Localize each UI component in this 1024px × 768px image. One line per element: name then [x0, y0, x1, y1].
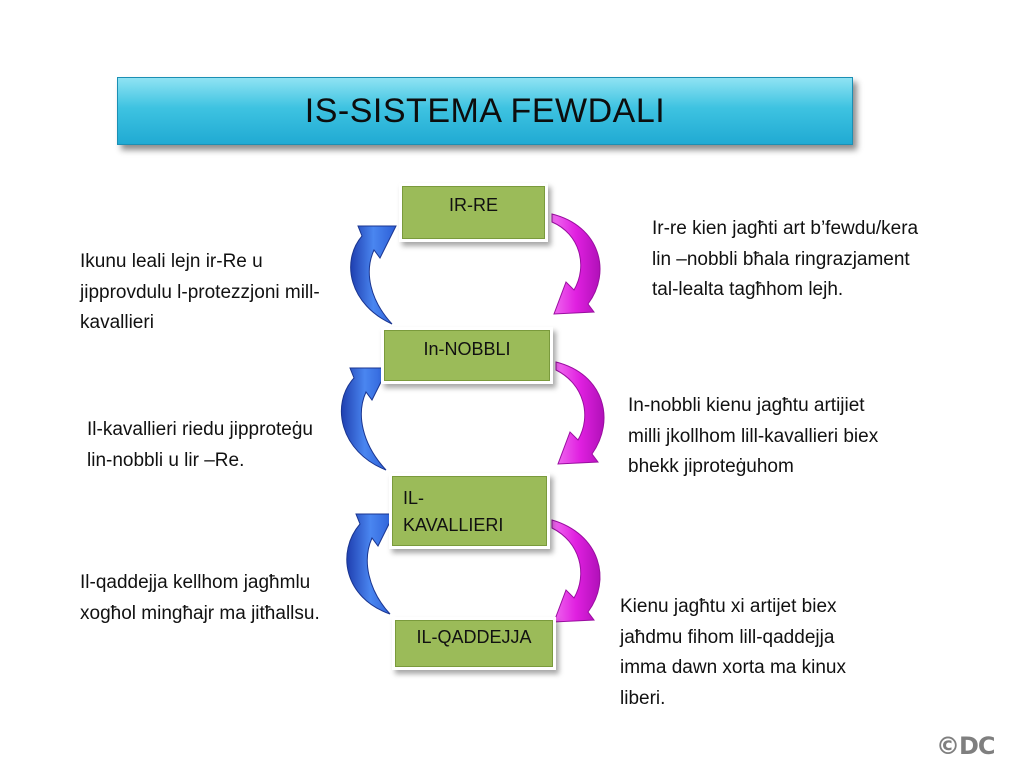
up-arrow-knights-to-nobles: [340, 367, 389, 471]
rank-label: In-NOBBLI: [423, 339, 511, 359]
note-knights-duty: Il-kavallieri riedu jipproteġu lin-nobbl…: [87, 419, 313, 471]
rank-box-nobles: In-NOBBLI: [384, 330, 550, 381]
rank-box-knights: IL-KAVALLIERI: [392, 476, 547, 546]
rank-label: IL-KAVALLIERI: [403, 488, 504, 535]
rank-box-peasants: IL-QADDEJJA: [395, 620, 553, 667]
note-nobles-give: In-nobbli kienu jagħtu artijiet milli jk…: [628, 395, 879, 477]
rank-label: IL-QADDEJJA: [416, 627, 532, 647]
rank-box-king: IR-RE: [402, 186, 545, 239]
down-arrow-nobles-to-knights: [555, 361, 605, 465]
title-banner: IS-SISTEMA FEWDALI: [117, 77, 853, 145]
up-arrow-peasants-to-knights: [346, 513, 395, 615]
up-arrow-nobles-to-king: [350, 225, 397, 325]
note-nobles-duty: Ikunu leali lejn ir-Re u jipprovdulu l-p…: [80, 251, 320, 333]
rank-label: IR-RE: [449, 195, 498, 215]
note-knights-give: Kienu jagħtu xi artijet biex jaħdmu fiho…: [620, 596, 846, 709]
down-arrow-king-to-nobles: [551, 213, 601, 315]
copyright-mark: ©DC: [936, 732, 996, 760]
note-peasants-duty: Il-qaddejja kellhom jagħmlu xogħol mingħ…: [80, 572, 320, 624]
page-title: IS-SISTEMA FEWDALI: [304, 91, 666, 130]
down-arrow-knights-to-peasants: [551, 519, 601, 623]
note-king-gives: Ir-re kien jagħti art b’fewdu/kera lin –…: [652, 218, 919, 300]
